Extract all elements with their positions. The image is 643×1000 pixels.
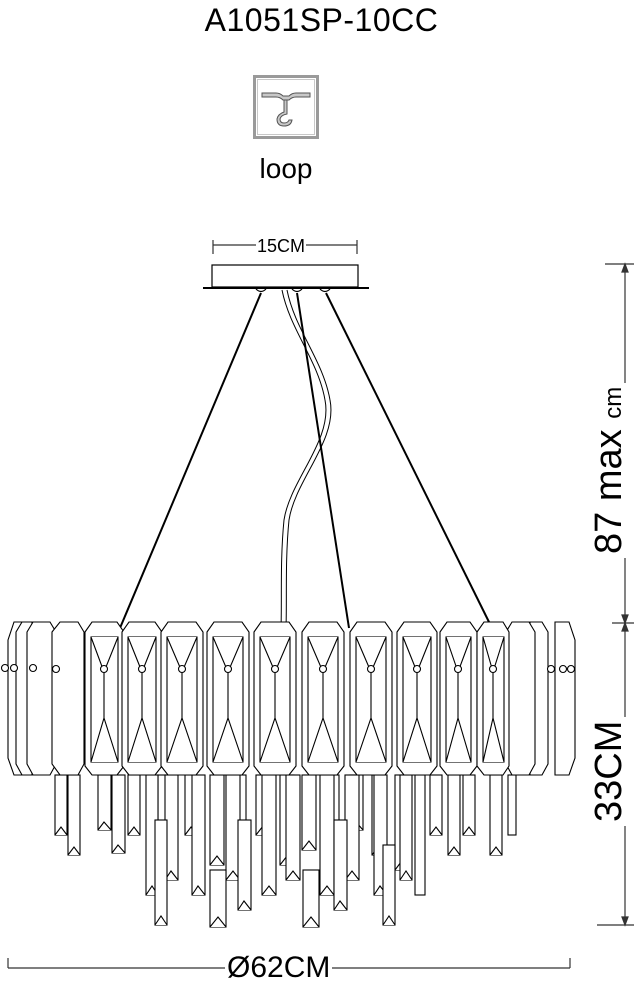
max-height-number: 87 [588,511,630,554]
suspension-cables [119,292,490,629]
crystal-ring [0,621,576,776]
power-cord [280,289,332,629]
max-height-label: 87 max cm [588,382,635,558]
model-code-title: A1051SP-10CC [204,2,439,38]
body-height-label: 33CM [588,716,630,826]
ceiling-hook-icon [261,92,311,127]
mounting-type-badge [253,75,319,139]
mounting-type-label: loop [259,153,313,184]
max-height-word: max [588,429,630,502]
diameter-label: Ø62CM [225,951,333,985]
hanging-crystal-prisms [54,774,517,928]
canopy-width-label: 15CM [256,236,307,256]
ceiling-canopy [203,264,369,293]
max-height-unit: cm [600,386,627,419]
